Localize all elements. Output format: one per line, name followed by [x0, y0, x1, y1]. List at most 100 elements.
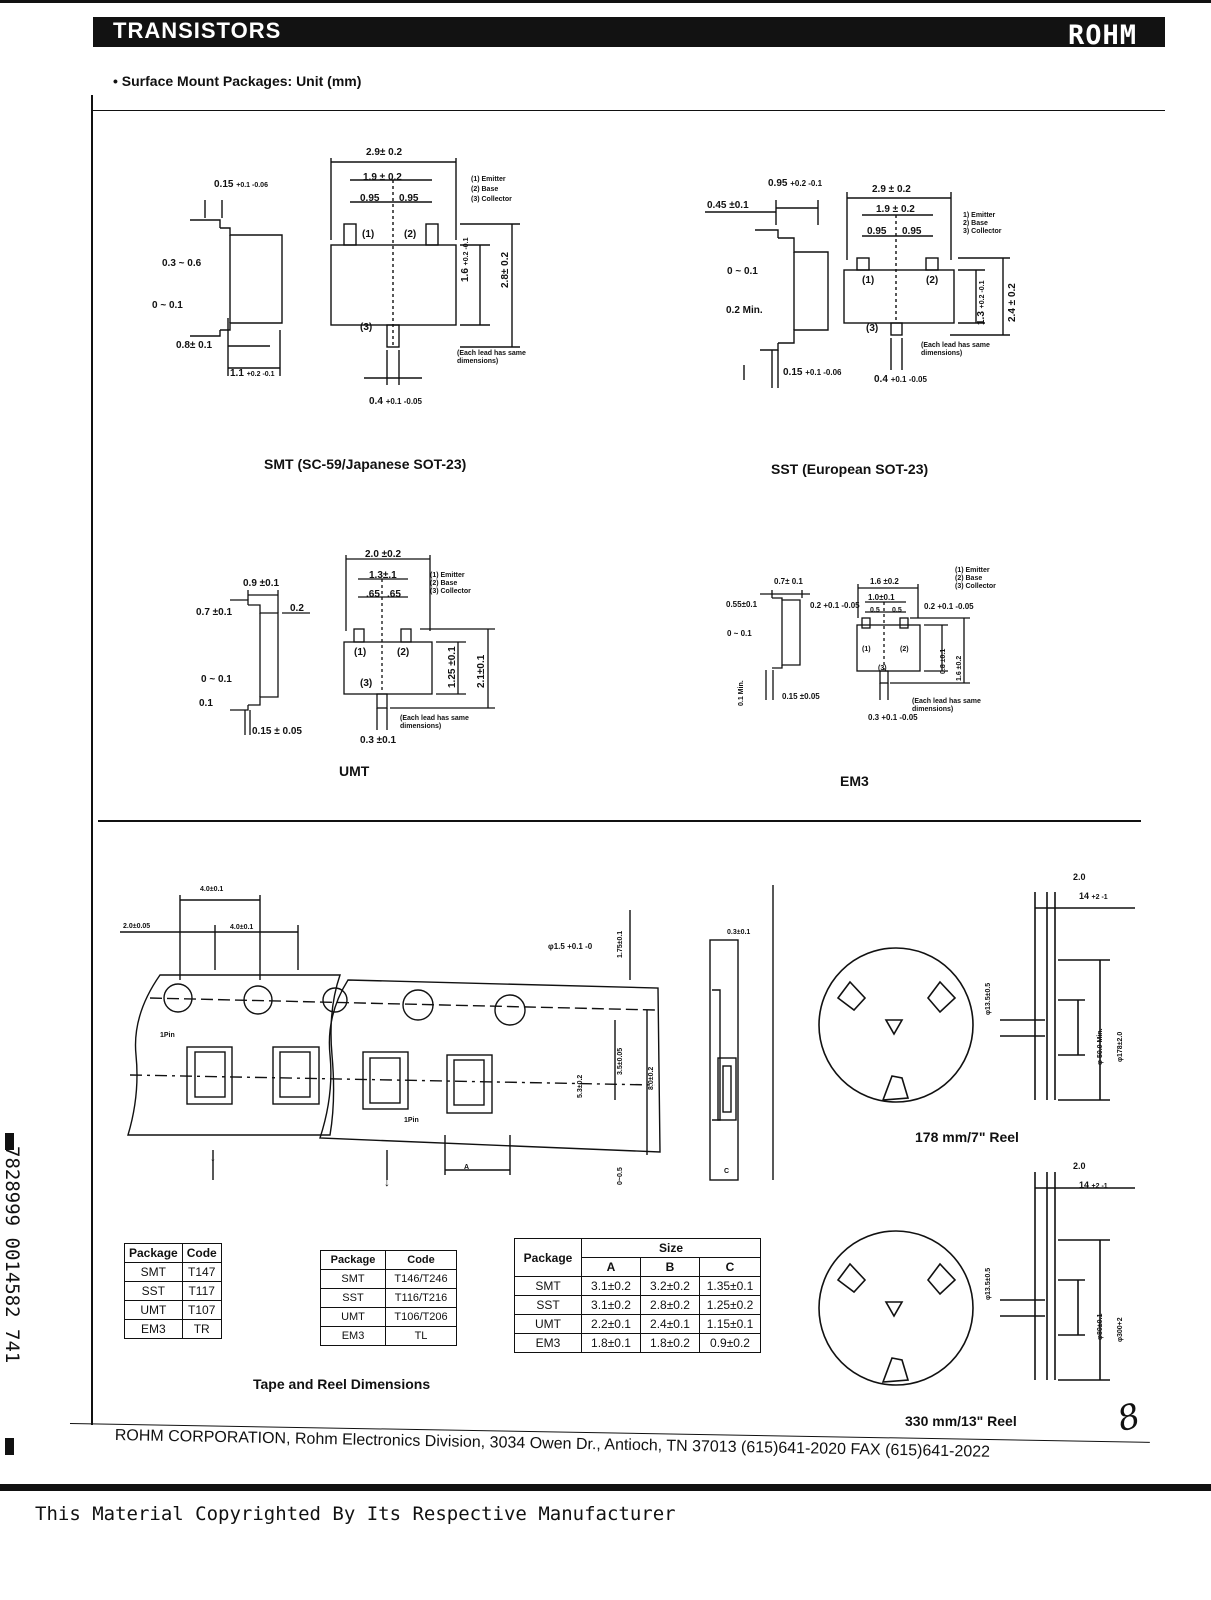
umt-lead-width: 0.3 ±0.1	[360, 735, 397, 746]
table-cell: SST	[124, 1281, 183, 1301]
sst-height-total: 2.4 ± 0.2	[1007, 283, 1018, 322]
smt-side-c: 0.8± 0.1	[176, 340, 213, 351]
tape-pitch-top: 4.0±0.1	[200, 886, 224, 893]
em3-side-a: 0 ~ 0.1	[727, 629, 752, 638]
table-cell: 1.8±0.1	[581, 1333, 641, 1353]
em3-left: 0.55±0.1	[726, 600, 758, 609]
table-cell: TR	[181, 1319, 222, 1339]
sst-left: 0.45 ±0.1	[707, 200, 749, 211]
reel-13-caption: 330 mm/13" Reel	[905, 1413, 1017, 1429]
sst-pitch: 1.9 ± 0.2	[876, 204, 915, 215]
em3-lead-width-tol: +0.1 -0.05	[881, 713, 918, 722]
tape-box-c: C	[724, 1168, 730, 1175]
side-mark-bottom	[5, 1438, 14, 1455]
smt-lead-thickness: 0.15 +0.1 -0.06	[214, 179, 268, 190]
reel-13-flange: 2.0	[1073, 1161, 1086, 1171]
sst-lead-thickness: 0.15 +0.1 -0.06	[783, 367, 842, 378]
reel-13-hub: φ80±0.1	[1097, 1313, 1104, 1340]
em3-top: 0.7± 0.1	[774, 577, 803, 586]
brand-logo: ROHM	[1068, 20, 1138, 51]
table-header: Size	[581, 1238, 761, 1258]
reel-13-diameter: φ300+2	[1117, 1317, 1124, 1342]
em3-pin1: (1)	[862, 646, 871, 653]
sst-pin-1-label: 1) Emitter	[963, 212, 996, 219]
tape-depth: 0~0.5	[617, 1167, 624, 1185]
table-cell: 3.1±0.2	[581, 1295, 641, 1315]
smt-lead-width-tol: +0.1 -0.05	[385, 397, 422, 406]
sst-pin1: (1)	[862, 275, 875, 286]
sst-pin3: (3)	[866, 323, 879, 334]
reel-7-width-value: 14	[1079, 891, 1090, 901]
tape-box-a: A	[464, 1164, 470, 1171]
sst-pin2: (2)	[926, 275, 939, 286]
table-cell: T146/T246	[385, 1269, 457, 1289]
header-banner	[93, 17, 1165, 47]
umt-pin-3-label: (3) Collector	[430, 588, 471, 595]
sst-side-b: 0.2 Min.	[726, 305, 763, 316]
em3-note: (Each lead has same dimensions)	[912, 698, 981, 713]
smt-pin-3-label: (3) Collector	[471, 196, 512, 203]
sst-top-lead: 0.95 +0.2 -0.1	[768, 178, 822, 189]
smt-pin-1-label: (1) Emitter	[471, 176, 506, 183]
sst-top-lead-value: 0.95	[768, 178, 788, 189]
smt-height-body-value: 1.6	[460, 268, 471, 282]
umt-pin1: (1)	[354, 647, 367, 658]
umt-outline-drawing	[230, 555, 495, 735]
table-header-row: Package Code	[124, 1243, 222, 1263]
table-header: Code	[385, 1250, 457, 1270]
smt-half-a: 0.95	[360, 193, 380, 204]
umt-pin2: (2)	[397, 647, 410, 658]
umt-half-a: .65	[366, 589, 380, 600]
tape-arrow-down-icon-2: ↓	[384, 1175, 390, 1189]
tape-arrow-down-icon: ↓	[210, 1150, 216, 1164]
sst-lead-width: 0.4 +0.1 -0.05	[874, 374, 927, 385]
table-cell: T107	[181, 1300, 222, 1320]
reels-drawing	[818, 892, 1135, 1386]
em3-right: 0.2 +0.1 -0.05	[924, 603, 974, 611]
sst-pin-2-label: 2) Base	[963, 220, 988, 227]
table-cell: 0.9±0.2	[699, 1333, 761, 1353]
reel-13-width: 14 +2 -1	[1079, 1181, 1108, 1191]
em3-lead-width: 0.3 +0.1 -0.05	[868, 714, 918, 722]
table-cell: SST	[320, 1288, 386, 1308]
table-cell: 3.2±0.2	[640, 1276, 700, 1296]
side-scan-code: 7828999 0014582 741	[1, 1146, 23, 1364]
smt-side-d-value: 1.1	[230, 368, 244, 379]
sst-lead-width-value: 0.4	[874, 374, 888, 385]
table-cell: EM3	[514, 1333, 582, 1353]
em3-pin-2-label: (2) Base	[955, 575, 983, 582]
table-cell: 2.4±0.1	[640, 1314, 700, 1334]
smt-width: 2.9± 0.2	[366, 147, 403, 158]
table-cell: SMT	[124, 1262, 183, 1282]
em3-side-b: 0.1 Min.	[738, 680, 745, 706]
sst-half-b: 0.95	[902, 226, 922, 237]
sst-lead-width-tol: +0.1 -0.05	[890, 375, 927, 384]
tape-drawing	[120, 885, 774, 1181]
side-mark-top	[5, 1133, 14, 1150]
umt-side-a: 0 ~ 0.1	[201, 674, 232, 685]
em3-pitch: 1.0±0.1	[868, 593, 895, 602]
smt-lead-width: 0.4 +0.1 -0.05	[369, 396, 422, 407]
em3-lead-tol: +0.1 -0.05	[823, 601, 860, 610]
tape-thickness: 0.3±0.1	[727, 929, 751, 936]
subheading-text: Surface Mount Packages: Unit (mm)	[121, 73, 362, 89]
sst-half-a: 0.95	[867, 226, 887, 237]
em3-lead: 0.2 +0.1 -0.05	[810, 602, 860, 610]
umt-height-total: 2.1±0.1	[476, 654, 487, 688]
bottom-rule	[0, 1484, 1211, 1491]
smt-pin-2-label: (2) Base	[471, 186, 499, 193]
umt-caption: UMT	[339, 763, 370, 779]
table-cell: T147	[181, 1262, 222, 1282]
umt-lead-thickness: 0.15 ± 0.05	[252, 726, 302, 737]
table-cell: UMT	[320, 1307, 386, 1327]
table-header: A	[581, 1257, 641, 1277]
em3-height-total: 1.6 ±0.2	[956, 655, 963, 681]
tape-pin1-a: 1Pin	[160, 1032, 175, 1039]
smt-lead-thickness-tol: +0.1 -0.06	[236, 182, 268, 189]
